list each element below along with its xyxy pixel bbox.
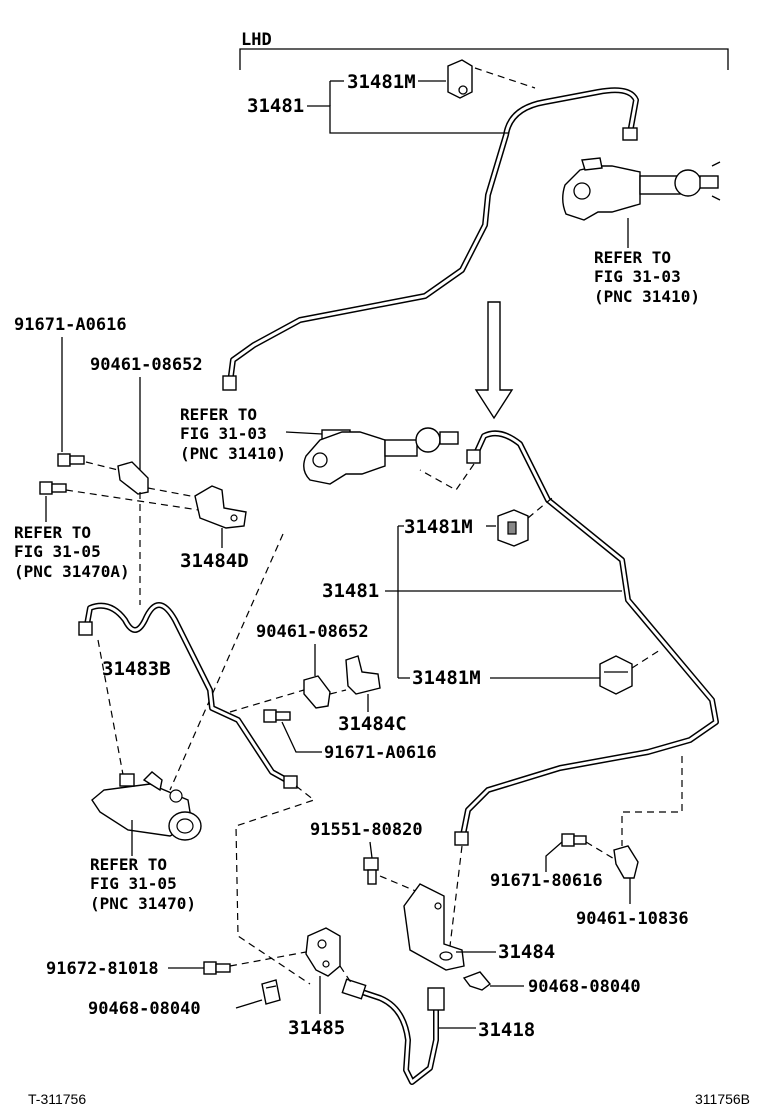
pipe-flare-nut [622,127,638,141]
bracket-31485 [305,927,341,977]
upper-clutch-pipe [222,87,639,391]
main-clutch-pipe [454,430,719,846]
pipe-flare-nut [466,449,481,464]
label-31484c: 31484C [338,713,407,735]
label-91551-80820: 91551-80820 [310,820,423,840]
ref-top-line3: (PNC 31410) [594,287,700,306]
clip-90461-10836 [613,845,639,879]
footer-left-code: T-311756 [28,1091,86,1107]
label-90468-08040-l: 90468-08040 [88,999,201,1019]
ref-mid-line1: REFER TO [180,405,257,424]
bolt-91671-a0616-a [57,453,85,467]
pipe-31483b [78,602,298,789]
down-arrow [474,301,514,420]
ref-top-line1: REFER TO [594,248,671,267]
label-91671-a0616-a: 91671-A0616 [14,315,127,335]
label-31481m-r1: 31481M [404,516,473,538]
label-90468-08040-r: 90468-08040 [528,977,641,997]
ref-left-line3: (PNC 31470A) [14,562,130,581]
label-90461-10836: 90461-10836 [576,909,689,929]
ref-mid-line2: FIG 31-03 [180,424,267,443]
bolt-left-ref [39,481,67,495]
clamp-31481m-r2 [599,655,633,695]
bracket-31484c [345,655,381,695]
bolt-91551-80820 [363,857,379,885]
lhd-bracket: LHD [239,30,729,70]
label-31481m-r2: 31481M [412,667,481,689]
label-31481-top: 31481 [247,95,304,117]
clamp-31481m-r1 [497,509,529,547]
lhd-label: LHD [241,30,272,50]
pipe-flare-nut [283,775,298,789]
pipe-flare-nut [454,831,469,846]
clip-90461-08652-a [117,461,149,495]
hose-31418 [341,978,445,1085]
label-90461-08652-b: 90461-08652 [256,622,369,642]
bracket-31484d [194,485,247,529]
label-31485: 31485 [288,1017,345,1039]
bolt-91672-81018 [203,961,231,975]
ref-bot-line2: FIG 31-05 [90,874,177,893]
hose-fitting [341,978,367,1000]
ref-left-line1: REFER TO [14,523,91,542]
ref-top-line2: FIG 31-03 [594,267,681,286]
clip-90461-08652-b [303,675,331,709]
ref-bot-line3: (PNC 31470) [90,894,196,913]
label-31481-r: 31481 [322,580,379,602]
release-cylinder [91,771,202,841]
clip-90468-08040-r [462,971,492,991]
label-31481m-top: 31481M [347,71,416,93]
footer-right-code: 311756B [695,1091,750,1107]
ref-left-line2: FIG 31-05 [14,542,101,561]
bracket-31484 [403,883,465,971]
pipe-flare-nut [78,621,93,636]
label-91671-80616: 91671-80616 [490,871,603,891]
clip-90468-08040-l [261,979,281,1005]
master-cylinder-mid [303,427,459,485]
bolt-91671-80616 [561,833,587,847]
label-31484d: 31484D [180,550,249,572]
ref-mid-line3: (PNC 31410) [180,444,286,463]
label-31483b: 31483B [102,658,171,680]
ref-bot-line1: REFER TO [90,855,167,874]
bolt-91671-a0616-b [263,709,291,723]
label-31418: 31418 [478,1019,535,1041]
label-91672-81018: 91672-81018 [46,959,159,979]
label-31484: 31484 [498,941,555,963]
master-cylinder-top [562,157,721,221]
label-90461-08652-a: 90461-08652 [90,355,203,375]
pipe-flare-nut [222,375,237,391]
clamp-31481m-top [447,59,536,99]
hose-fitting [427,987,445,1011]
label-91671-a0616-b: 91671-A0616 [324,743,437,763]
